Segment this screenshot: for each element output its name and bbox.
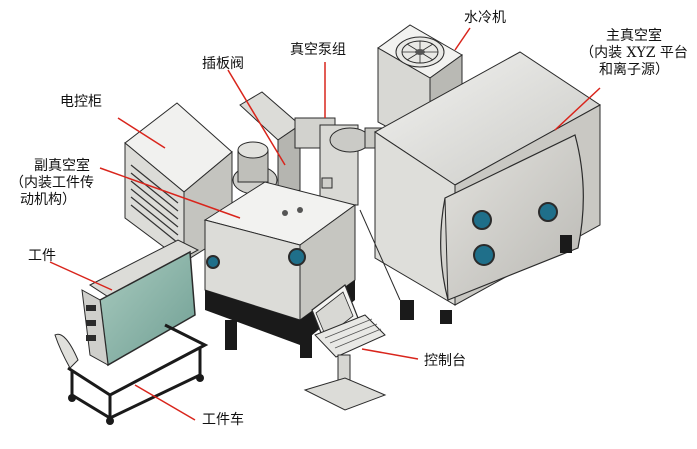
- vacuum-pump-group-label: 真空泵组: [290, 42, 346, 58]
- leader-water-chiller: [454, 27, 471, 51]
- water-chiller-label: 水冷机: [464, 10, 506, 26]
- leader-aux-chamber: [99, 167, 241, 219]
- workpiece-cart: [54, 239, 209, 425]
- workpiece-label: 工件: [28, 248, 56, 264]
- main-chamber-label-line3: 和离子源）: [599, 62, 669, 78]
- leader-gate-valve: [227, 69, 286, 166]
- leader-lines: [49, 27, 601, 421]
- gate-valve-label: 插板阀: [202, 56, 244, 72]
- control-console: [303, 284, 387, 411]
- leader-workpiece: [49, 261, 113, 291]
- auxiliary-vacuum-chamber: [203, 177, 357, 358]
- workpiece-cart-label: 工件车: [202, 412, 244, 428]
- main-chamber-label-line2: （内装 XYZ 平台: [580, 45, 688, 61]
- aux-chamber-label-line2: （内装工件传: [10, 175, 94, 191]
- leader-main-chamber: [554, 87, 601, 131]
- main-chamber-label: 主真空室 （内装 XYZ 平台 和离子源）: [578, 28, 690, 79]
- aux-chamber-label-line3: 动机构）: [20, 192, 76, 208]
- electric-cabinet-label: 电控柜: [60, 94, 102, 110]
- main-vacuum-chamber: [359, 51, 601, 324]
- vacuum-pump-group: [232, 91, 401, 206]
- main-chamber-label-line1: 主真空室: [606, 28, 662, 44]
- leader-control-console: [361, 348, 419, 360]
- control-console-label: 控制台: [424, 353, 466, 369]
- aux-chamber-label-line1: 副真空室: [34, 158, 90, 174]
- leader-workpiece-cart: [134, 384, 196, 421]
- leader-electric-cabinet: [117, 117, 166, 149]
- aux-chamber-label: 副真空室 （内装工件传 动机构）: [10, 158, 94, 209]
